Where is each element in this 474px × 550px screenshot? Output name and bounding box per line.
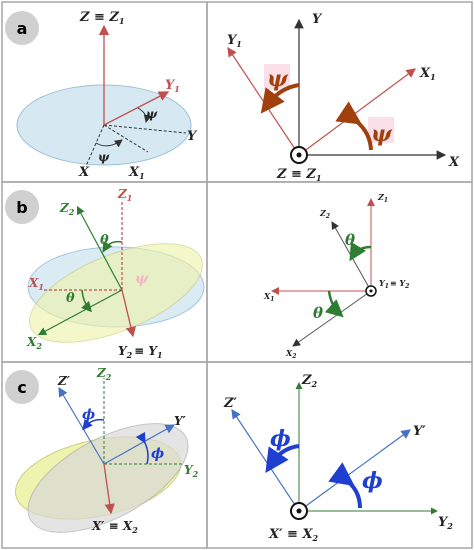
y2-eq-y1-label: Y2≡ Y1: [118, 344, 163, 360]
x-prime-eq-x2-label: X′ ≡ X2: [268, 527, 319, 543]
phi-label-upper: ϕ: [82, 407, 95, 423]
phi-label-lower: ϕ: [362, 468, 383, 494]
phi-arc-lower: [328, 462, 362, 509]
y1-eq-y2-label: Y1≡ Y2: [379, 278, 409, 290]
y-axis-dashed: [103, 124, 187, 134]
x1-label: X1: [128, 165, 145, 181]
theta-label-upper: θ: [100, 233, 109, 248]
badge-c: [5, 370, 39, 404]
theta-arc-lower: [324, 290, 344, 318]
z-prime-label: Z′: [57, 374, 71, 388]
z2-label: Z2: [96, 366, 112, 382]
origin-dot: [369, 289, 373, 293]
panel-b-right-frame: [206, 181, 473, 363]
psi-arc-upper: [260, 83, 300, 114]
z-eq-z1-label: Z ≡ Z1: [79, 10, 125, 26]
psi-label-lower: ψ: [371, 121, 393, 147]
y-prime-axis: [298, 429, 411, 512]
badge-b: [5, 190, 39, 224]
x2-axis: [37, 289, 123, 336]
panel-a-left: a Z ≡ Z1 Y1 ψ Y ψ X X1: [5, 10, 198, 181]
psi-highlight-lower: [368, 117, 394, 143]
panel-c-right: Z′ Z2 Y′ ϕ ϕ Y2 X′ ≡ X2: [223, 373, 453, 543]
panel-b-right: Z1 Z2 θ Y1≡ Y2 X1 θ X2: [263, 192, 409, 360]
phi-arc-lower: [135, 431, 149, 465]
phi-arc-upper: [265, 444, 300, 473]
psi-label-upper: ψ: [267, 66, 289, 92]
z-prime-axis: [58, 386, 105, 465]
z2-label: Z2: [301, 373, 318, 389]
z2-label: Z2: [319, 208, 330, 220]
phi-label-lower: ϕ: [151, 446, 164, 462]
psi-arc-lower: [335, 101, 373, 151]
phi-label-upper: ϕ: [270, 426, 291, 452]
origin-label: Z ≡ Z1: [276, 167, 322, 183]
psi-label-faded: ψ: [135, 271, 149, 287]
z1-label: Z1: [117, 187, 132, 203]
badge-b-label: b: [16, 198, 27, 217]
y1-label: Y1: [227, 33, 242, 49]
x2-label: X2: [26, 335, 42, 351]
theta-arc-upper: [349, 241, 372, 262]
x2-label: X2: [285, 348, 296, 360]
y-label: Y: [187, 129, 198, 144]
y1-axis: [103, 91, 170, 126]
panel-b-left: b Z2 Z1 θ ψ X1 θ X2 Y2≡ Y1: [5, 187, 205, 360]
psi-arc-lower: [95, 139, 123, 148]
x1-axis-dashed: [103, 124, 149, 153]
theta-label-upper: θ: [345, 231, 355, 249]
psi-label-lower: ψ: [98, 150, 110, 164]
y1-y2-axis: [121, 289, 136, 338]
x1-label: X1: [28, 276, 44, 292]
origin-dot: [296, 152, 302, 158]
panel-c-left: c Z′ Z2 ϕ Y′ ϕ Y2 X′ ≡ X2: [5, 366, 199, 535]
y-prime-label: Y′: [413, 424, 426, 439]
panel-a-right: Y Y1 X1 ψ ψ X Z ≡ Z1: [227, 12, 460, 183]
y2-label: Y2: [184, 463, 199, 479]
y-prime-axis: [103, 424, 176, 465]
x-prime-eq-x2-label: X′ ≡ X2: [91, 519, 138, 535]
theta-arc-upper: [102, 240, 123, 253]
z-prime-label: Z′: [223, 396, 237, 411]
x-axis-dashed: [85, 124, 105, 167]
y-label: Y: [312, 12, 323, 27]
x2-axis: [292, 290, 372, 347]
x-prime-axis: [103, 463, 115, 515]
x1-label: X1: [263, 291, 274, 303]
panel-c-right-frame: [206, 361, 473, 549]
psi-arc-upper: [137, 107, 152, 123]
theta-label-lower: θ: [66, 291, 75, 306]
psi-label-upper: ψ: [146, 107, 158, 121]
z2-label: Z2: [59, 201, 75, 217]
x-label: X: [78, 165, 90, 180]
x-label: X: [448, 155, 460, 170]
origin-dot: [296, 508, 302, 514]
theta-arc-lower: [81, 289, 92, 313]
badge-a: [5, 11, 39, 45]
x1-axis: [298, 68, 416, 156]
theta-label-lower: θ: [313, 304, 323, 322]
badge-c-label: c: [17, 378, 26, 397]
z2-axis: [76, 205, 123, 291]
psi-highlight-upper: [264, 64, 290, 90]
z1-label: Z1: [377, 192, 388, 204]
y1-label: Y1: [165, 78, 180, 94]
x1-label: X1: [419, 66, 436, 82]
y2-label: Y2: [438, 515, 453, 531]
y-prime-label: Y′: [174, 414, 187, 428]
badge-a-label: a: [17, 19, 28, 38]
phi-arc-upper: [82, 418, 105, 431]
